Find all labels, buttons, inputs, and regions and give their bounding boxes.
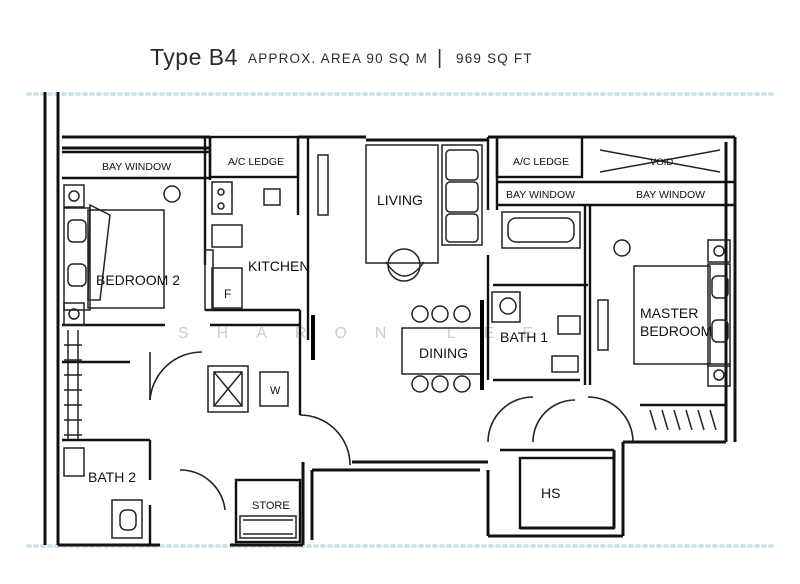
master-bedroom-label-2: BEDROOM [640, 323, 712, 339]
room-labels: BAY WINDOW A/C LEDGE A/C LEDGE VOID BAY … [88, 156, 712, 512]
bay-window-left-label: BAY WINDOW [102, 161, 171, 173]
furniture [63, 144, 731, 539]
watermark: SHARON LEE [178, 325, 561, 342]
header-separator: | [437, 47, 443, 69]
door-swings [149, 351, 634, 511]
interior-walls [62, 135, 735, 545]
ac-ledge-left-label: A/C LEDGE [228, 156, 284, 168]
void-label: VOID [650, 157, 673, 168]
living-label: LIVING [377, 192, 423, 208]
bay-window-right-label: BAY WINDOW [636, 189, 705, 201]
bedroom2-label: BEDROOM 2 [96, 272, 180, 288]
approx-area-label: APPROX. AREA 90 SQ M [248, 51, 429, 66]
washer-label: W [270, 385, 281, 397]
kitchen-label: KITCHEN [248, 258, 309, 274]
thick-partitions [311, 300, 484, 390]
dining-label: DINING [419, 345, 468, 361]
bay-window-mid-label: BAY WINDOW [506, 189, 575, 201]
master-bedroom-label-1: MASTER [640, 305, 698, 321]
store-label: STORE [252, 500, 290, 512]
area-sqft-label: 969 SQ FT [456, 51, 533, 66]
hs-label: HS [541, 485, 560, 501]
fridge-label: F [224, 287, 231, 301]
bath1-label: BATH 1 [500, 329, 548, 345]
outer-walls [43, 92, 737, 547]
bath2-label: BATH 2 [88, 469, 136, 485]
plan-type-title: Type B4 [150, 44, 238, 70]
ac-ledge-right-label: A/C LEDGE [513, 156, 569, 168]
